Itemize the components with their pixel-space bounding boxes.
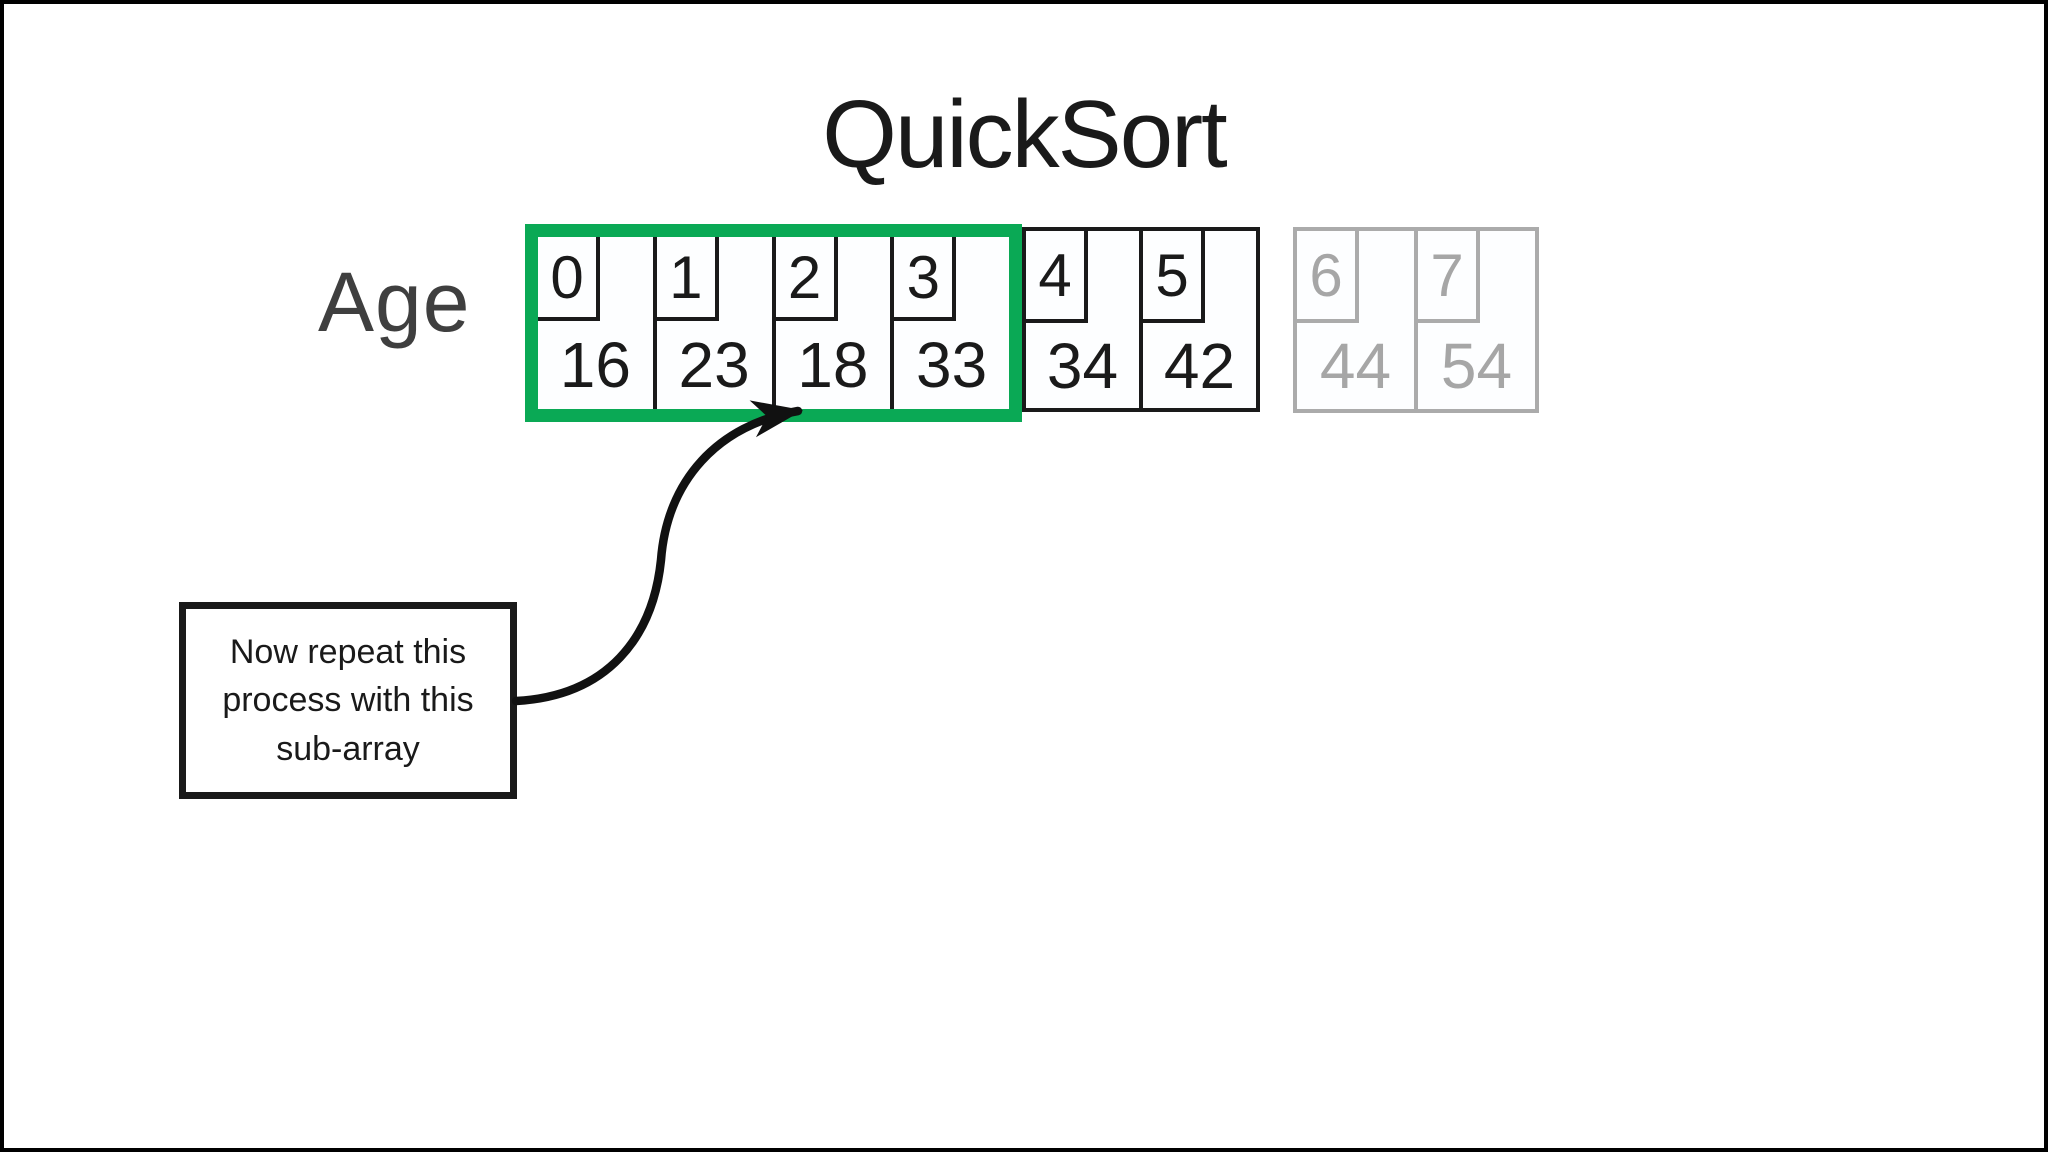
callout-line: Now repeat this [229,633,467,672]
array-cell-1: 1 23 [652,237,772,409]
cell-value: 16 [559,329,631,401]
cell-value: 18 [797,329,869,401]
cell-value: 23 [678,329,750,401]
array-cell-4: 4 34 [1026,231,1139,408]
cell-value: 42 [1163,329,1236,402]
cell-value: 54 [1440,330,1513,402]
cell-index: 0 [538,237,600,321]
array-cell-6: 6 44 [1297,231,1414,409]
subarray-middle: 4 34 5 42 [1022,227,1260,412]
array-cell-7: 7 54 [1414,231,1535,409]
array-cell-5: 5 42 [1139,231,1256,408]
array-cell-3: 3 33 [890,237,1009,409]
arrow-path [511,400,804,706]
cell-index: 2 [775,237,838,321]
cell-index: 5 [1143,231,1205,323]
cell-value: 44 [1319,330,1392,402]
page-title: QuickSort [822,81,1227,188]
cell-value: 33 [916,329,988,401]
subarray-faded: 6 44 7 54 [1293,227,1539,413]
callout-note: Now repeat this process with this sub-ar… [179,602,517,799]
cell-index: 3 [894,237,957,321]
array-cell-2: 2 18 [771,237,891,409]
cell-value: 34 [1046,329,1119,402]
cell-index: 6 [1297,231,1359,323]
array-cell-0: 0 16 [538,237,653,409]
array-row-label: Age [318,255,471,349]
cell-index: 4 [1026,231,1088,323]
callout-line: sub-array [276,729,420,768]
cell-index: 7 [1418,231,1480,323]
callout-line: process with this [222,681,474,720]
cell-index: 1 [656,237,719,321]
subarray-highlighted: 0 16 1 23 2 18 3 33 [525,224,1022,422]
